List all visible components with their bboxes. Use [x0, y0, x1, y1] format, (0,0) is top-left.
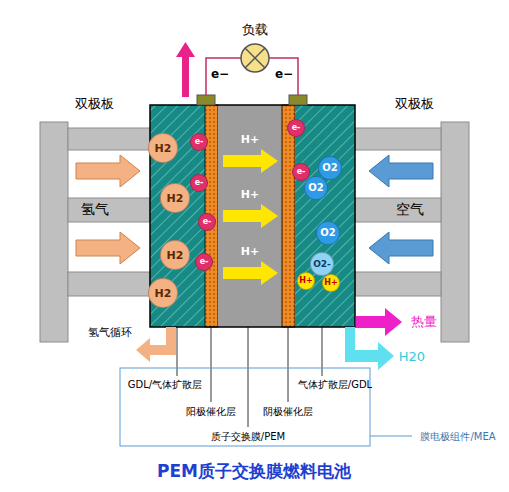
- layer-label: 阴极催化层: [263, 406, 313, 417]
- particle-circle: e-: [287, 119, 305, 137]
- particle-circle: e-: [195, 253, 213, 271]
- particle-text: H2: [155, 288, 172, 299]
- particle-text: H2: [167, 193, 184, 204]
- particle-text: H2: [155, 143, 172, 154]
- proton-text: H+: [241, 189, 259, 200]
- particle-text: e-: [195, 179, 204, 187]
- layer-label: GDL/气体扩散层: [128, 379, 202, 390]
- plate-label: 双极板: [75, 97, 114, 111]
- cell-layers: [150, 105, 355, 327]
- particle-circle: e-: [198, 213, 216, 231]
- mea-bracket: [120, 368, 412, 446]
- particle-text: e-: [195, 138, 204, 146]
- particle-circle: e-: [190, 133, 208, 151]
- particle-text: O2: [308, 183, 323, 193]
- proton-arrow: H+: [221, 246, 279, 288]
- gas-arrows: [76, 155, 433, 264]
- layer-label: 阳极催化层: [186, 406, 236, 417]
- particle-text: e-: [292, 124, 301, 132]
- particle-text: H+: [299, 277, 312, 285]
- outlet-label: H20: [399, 350, 425, 364]
- external-circuit: [176, 42, 307, 105]
- particle-text: e-: [203, 218, 212, 226]
- particle-text: O2-: [313, 260, 331, 269]
- particle-circle: O2: [304, 176, 328, 200]
- layer-label: 质子交换膜/PEM: [211, 431, 285, 442]
- electron-label: e−: [275, 68, 293, 81]
- mea-label: 膜电极组件/MEA: [420, 431, 495, 442]
- particle-circle: H2: [148, 278, 178, 308]
- particle-text: e-: [200, 258, 209, 266]
- leader-lines: [177, 327, 322, 427]
- load-label: 负载: [242, 23, 268, 37]
- particle-circle: H+: [297, 272, 315, 290]
- outlet-label: 氢气循环: [88, 327, 132, 339]
- particle-circle: O2: [316, 221, 340, 245]
- gas-label: 空气: [396, 202, 424, 217]
- layer-label: 气体扩散层/GDL: [298, 379, 372, 390]
- particle-circle: O2-: [310, 252, 334, 276]
- particle-text: H+: [324, 279, 337, 287]
- proton-arrow: H+: [221, 134, 279, 176]
- particle-text: O2: [320, 228, 335, 238]
- proton-arrow: H+: [221, 189, 279, 231]
- gas-label: 氢气: [81, 202, 109, 217]
- diagram-title: PEM质子交换膜燃料电池: [157, 462, 351, 481]
- particle-text: H2: [167, 250, 184, 261]
- particle-circle: H2: [160, 183, 190, 213]
- proton-text: H+: [241, 134, 259, 145]
- electron-label: e−: [211, 68, 229, 81]
- plate-label: 双极板: [395, 97, 434, 111]
- outlet-label: 热量: [411, 315, 437, 329]
- particle-circle: H2: [160, 240, 190, 270]
- proton-text: H+: [241, 246, 259, 257]
- particle-text: O2: [322, 163, 337, 173]
- outlet-arrows: [136, 308, 402, 370]
- particle-circle: H2: [148, 133, 178, 163]
- particle-circle: e-: [190, 174, 208, 192]
- particle-circle: H+: [322, 274, 340, 292]
- particle-text: e-: [297, 168, 306, 176]
